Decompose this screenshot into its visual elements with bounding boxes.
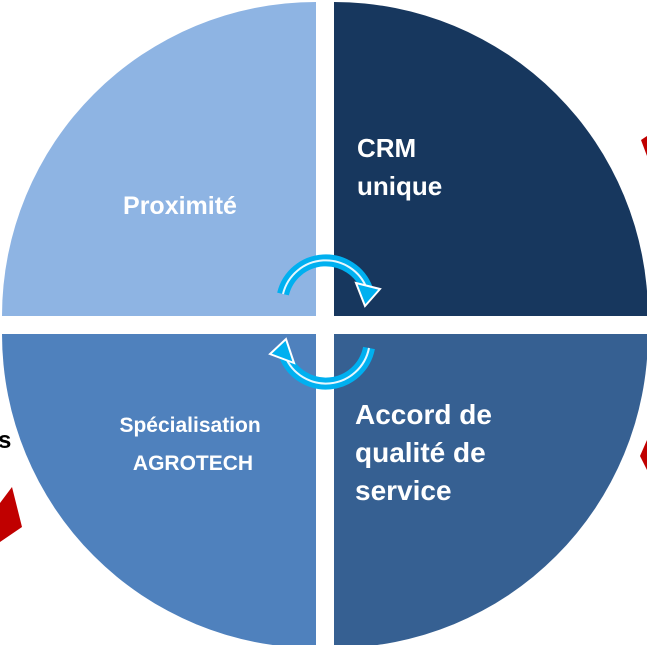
label-crm-unique: CRM unique — [357, 133, 442, 201]
quadrant-specialisation-agrotech — [2, 334, 316, 645]
quadrant-proximite — [2, 2, 316, 316]
left-red-arrow-fragment — [0, 487, 22, 542]
cycle-arrowhead-upper — [354, 281, 382, 308]
cycle-arrows-icon — [268, 254, 382, 390]
cycle-arrowhead-lower — [268, 337, 296, 365]
cycle-arrow-lower-outline — [284, 347, 370, 385]
label-proximite: Proximité — [123, 192, 237, 220]
cycle-arrow-upper-outline — [282, 259, 368, 295]
label-accord-qualite-service: Accord de qualité de service — [355, 399, 500, 506]
quadrant-crm-unique — [334, 2, 647, 316]
right-red-arrow-fragment-top — [641, 136, 647, 156]
quadrant-accord-qualite-service — [334, 334, 647, 645]
label-specialisation-agrotech: Spécialisation AGROTECH — [119, 414, 266, 475]
left-edge-text-fragment: s — [0, 427, 11, 454]
right-red-arrow-fragment-bottom — [640, 440, 647, 470]
